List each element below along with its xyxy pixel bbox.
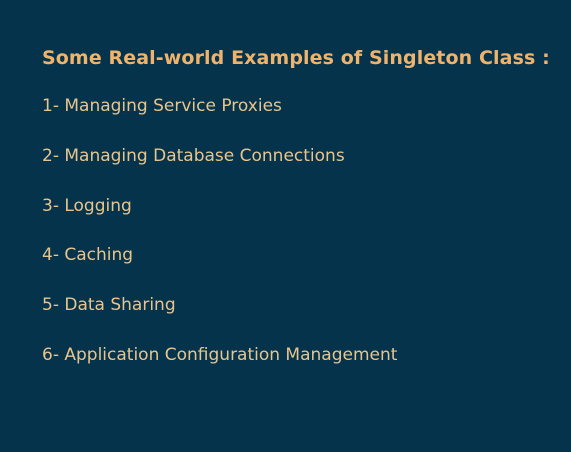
slide-title: Some Real-world Examples of Singleton Cl… bbox=[42, 47, 550, 69]
examples-list: 1- Managing Service Proxies 2- Managing … bbox=[42, 95, 397, 394]
list-item: 4- Caching bbox=[42, 245, 134, 266]
list-item: 3- Logging bbox=[42, 195, 132, 216]
list-item: 5- Data Sharing bbox=[42, 295, 176, 316]
list-item: 1- Managing Service Proxies bbox=[42, 96, 282, 116]
list-item: 6- Application Configuration Management bbox=[42, 344, 398, 365]
list-item: 2- Managing Database Connections bbox=[42, 145, 345, 166]
